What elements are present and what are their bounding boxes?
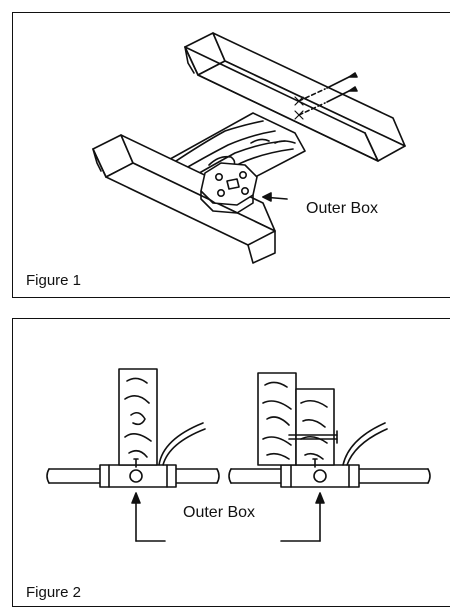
outer-box-callout: Outer Box — [306, 200, 379, 217]
lower-joist — [92, 134, 276, 264]
outer-box-figure-1 — [200, 162, 258, 214]
outer-box-arrow-figure-1 — [262, 192, 288, 202]
figure-2-illustration — [46, 368, 431, 542]
figure-2-panel: Outer Box Figure 2 — [12, 318, 450, 607]
figure-1-illustration — [92, 32, 406, 264]
nails — [294, 72, 358, 120]
outer-box-callout: Outer Box — [183, 504, 256, 521]
top-joist — [184, 32, 406, 162]
figure-1-label: Figure 1 — [26, 272, 82, 289]
right-assembly — [228, 372, 431, 488]
outer-box-arrows-figure-2 — [131, 492, 325, 542]
left-assembly — [46, 368, 220, 488]
figure-1-panel: Outer Box Figure 1 — [12, 12, 450, 298]
figure-2-label: Figure 2 — [26, 584, 82, 601]
